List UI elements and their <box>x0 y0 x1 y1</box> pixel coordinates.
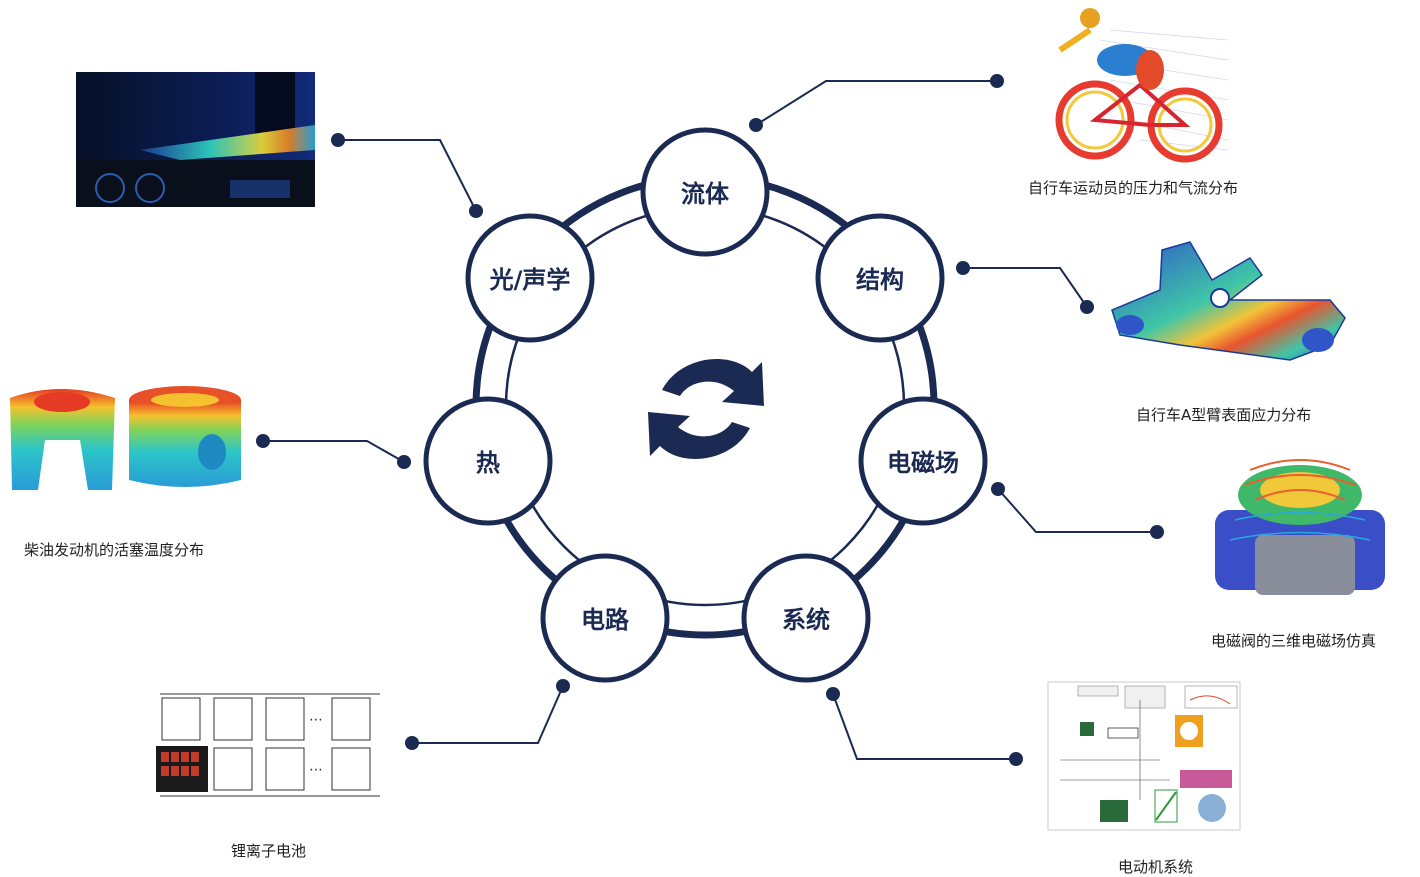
node-label-structure: 结构 <box>856 266 904 294</box>
dot <box>469 204 483 218</box>
connector-em <box>997 488 1157 533</box>
connector-fluid <box>755 80 997 126</box>
node-fluid: 流体 <box>640 127 770 257</box>
dot <box>826 687 840 701</box>
dot <box>331 133 345 147</box>
node-structure: 结构 <box>815 213 945 343</box>
dot <box>1150 525 1164 539</box>
headlight-simulation-image <box>76 72 315 207</box>
node-label-fluid: 流体 <box>681 180 730 208</box>
node-label-circuit: 电路 <box>581 606 630 634</box>
dot <box>256 434 270 448</box>
piston-temperature-image <box>10 386 241 490</box>
dot <box>956 261 970 275</box>
node-heat: 热 <box>423 396 553 526</box>
svg-text:⋯: ⋯ <box>309 712 323 728</box>
refresh-cycle-icon <box>648 359 764 459</box>
dot <box>991 482 1005 496</box>
motor-system-schematic-image <box>1047 681 1241 831</box>
connectors <box>263 80 1157 760</box>
node-circuit: 电路 <box>540 553 670 683</box>
connector-heat <box>263 440 405 463</box>
caption-valve: 电磁阀的三维电磁场仿真 <box>1211 632 1377 650</box>
caption-battery: 锂离子电池 <box>231 842 307 860</box>
node-label-heat: 热 <box>476 449 500 477</box>
cyclist-simulation-image <box>1055 8 1229 163</box>
node-label-system: 系统 <box>782 606 830 634</box>
dot <box>405 736 419 750</box>
battery-pack-image: ⋯ ⋯ <box>156 693 380 797</box>
caption-piston: 柴油发动机的活塞温度分布 <box>24 541 205 559</box>
connector-circuit <box>412 685 564 744</box>
node-label-em: 电磁场 <box>887 449 959 477</box>
dot <box>556 679 570 693</box>
connector-dots <box>256 74 1164 766</box>
dot <box>1080 300 1094 314</box>
svg-text:⋯: ⋯ <box>309 762 323 778</box>
dot <box>990 74 1004 88</box>
dot <box>749 118 763 132</box>
node-em: 电磁场 <box>858 396 988 526</box>
connector-system <box>832 693 1016 760</box>
connector-optics <box>338 139 477 212</box>
caption-motor: 电动机系统 <box>1118 858 1194 876</box>
caption-a-arm: 自行车A型臂表面应力分布 <box>1136 406 1312 424</box>
a-arm-simulation-image <box>1111 241 1346 361</box>
dot <box>1009 752 1023 766</box>
valve-simulation-image <box>1215 459 1385 595</box>
node-label-optics: 光/声学 <box>489 266 571 294</box>
connector-structure <box>963 267 1088 308</box>
dot <box>397 455 411 469</box>
caption-bicycle: 自行车运动员的压力和气流分布 <box>1028 179 1239 197</box>
node-system: 系统 <box>741 553 871 683</box>
node-optics: 光/声学 <box>465 213 595 343</box>
